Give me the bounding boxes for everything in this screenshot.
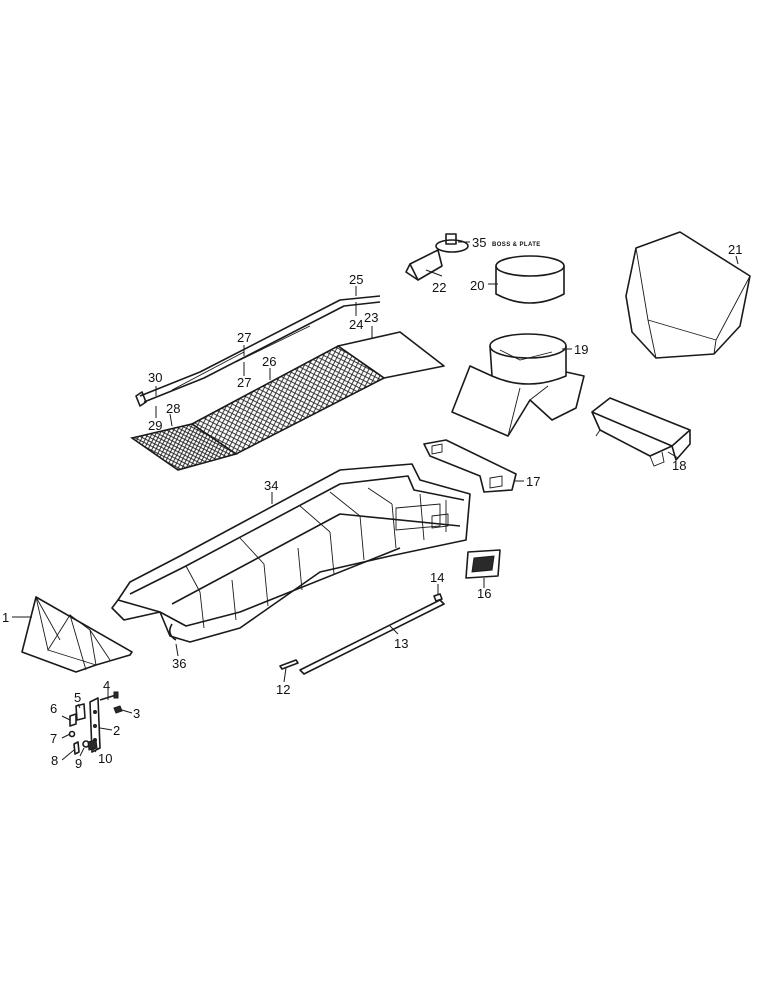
part-16-plate [465, 549, 501, 579]
callout-12: 12 [276, 682, 290, 697]
callout-16: 16 [477, 586, 491, 601]
part-34-main-frame [111, 463, 471, 643]
part-4-bolt [99, 691, 119, 701]
callout-34: 34 [264, 478, 278, 493]
part-6-clip [69, 713, 77, 727]
part-10-nut [87, 739, 98, 751]
part-21-cover [625, 231, 751, 359]
callout-27-upper: 27 [237, 330, 251, 345]
callout-5: 5 [74, 690, 81, 705]
part-14-pin [433, 593, 443, 602]
part-8-pin [73, 741, 80, 755]
callout-17: 17 [526, 474, 540, 489]
part-20-ring [495, 255, 565, 304]
callout-35: 35 [472, 235, 486, 250]
callout-28: 28 [166, 401, 180, 416]
part-22-spout [405, 249, 443, 281]
callout-6: 6 [50, 701, 57, 716]
part-18-hood [591, 397, 691, 467]
callout-35-note: BOSS & PLATE [492, 242, 541, 248]
callout-1: 1 [2, 610, 9, 625]
callout-30: 30 [148, 370, 162, 385]
part-19-hopper [451, 333, 585, 437]
part-12-strip [279, 659, 299, 670]
callout-4: 4 [103, 678, 110, 693]
callout-36: 36 [172, 656, 186, 671]
callout-25: 25 [349, 272, 363, 287]
callout-20: 20 [470, 278, 484, 293]
callout-13: 13 [394, 636, 408, 651]
part-13-rail [299, 599, 445, 675]
callout-labels: 1 2 3 4 5 6 7 8 9 10 12 13 14 16 17 18 1… [2, 235, 742, 771]
callout-3: 3 [133, 706, 140, 721]
callout-19: 19 [574, 342, 588, 357]
callout-9: 9 [75, 756, 82, 771]
leader-lines [12, 241, 739, 761]
callout-2: 2 [113, 723, 120, 738]
part-24-rail [143, 301, 381, 403]
callout-8: 8 [51, 753, 58, 768]
part-1-side-shield [21, 596, 133, 673]
callout-22: 22 [432, 280, 446, 295]
part-7-washer [68, 730, 76, 738]
callout-26: 26 [262, 354, 276, 369]
callout-14: 14 [430, 570, 444, 585]
callout-29: 29 [148, 418, 162, 433]
callout-23: 23 [364, 310, 378, 325]
part-30-end-cap [135, 391, 147, 407]
callout-18: 18 [672, 458, 686, 473]
part-35-boss-plate [435, 233, 469, 253]
part-5-clamp [75, 703, 86, 721]
callout-7: 7 [50, 731, 57, 746]
callout-24: 24 [349, 317, 363, 332]
callout-21: 21 [728, 242, 742, 257]
part-27-rail [171, 325, 311, 391]
part-25-rail [139, 295, 381, 397]
part-28-mesh-screen [130, 423, 238, 471]
callout-27-lower: 27 [237, 375, 251, 390]
callout-10: 10 [98, 751, 112, 766]
part-17-bracket [423, 439, 517, 493]
part-3-nut [113, 705, 123, 714]
